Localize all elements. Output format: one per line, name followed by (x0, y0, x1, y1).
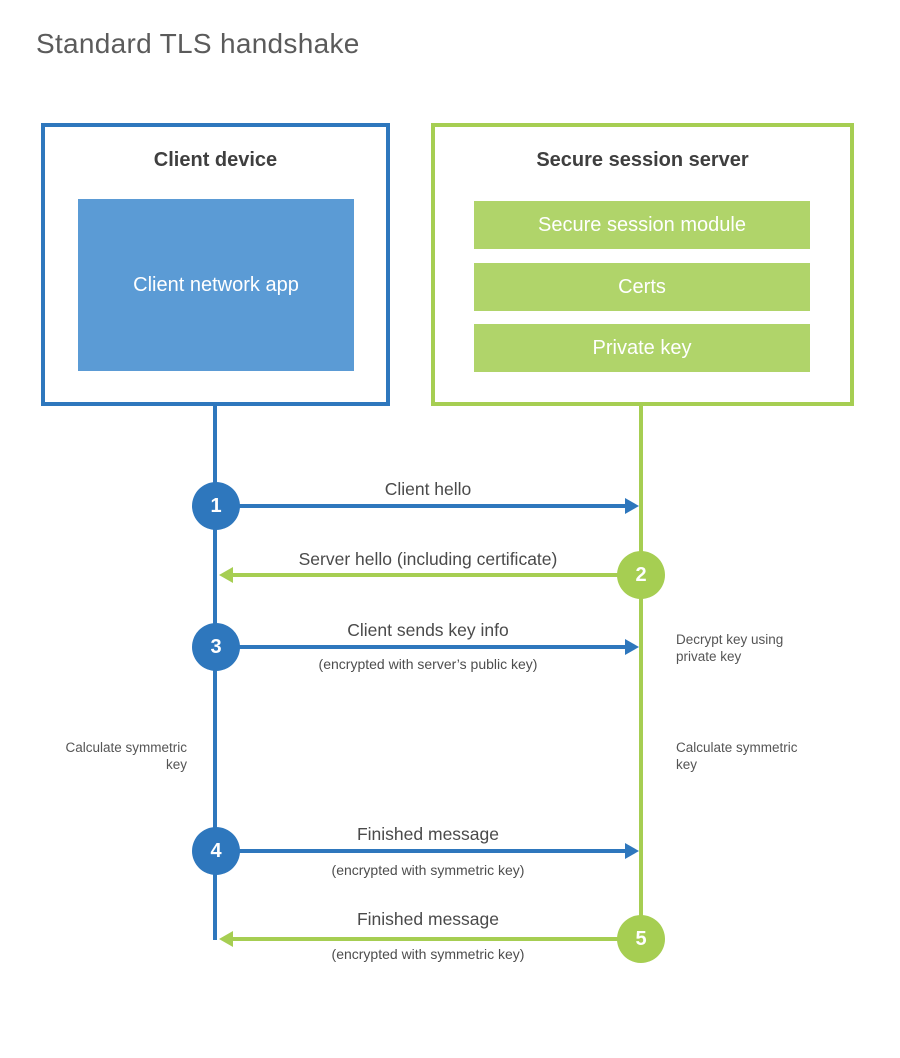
private-key-bar: Private key (474, 324, 810, 372)
message-label-server-hello: Server hello (including certificate) (298, 549, 558, 569)
step-circle-1: 1 (192, 482, 240, 530)
client-device-box: Client device Client network app (41, 123, 390, 406)
step-circle-4: 4 (192, 827, 240, 875)
message-label-finished-server: Finished message (356, 909, 500, 929)
arrowhead-right-icon (625, 639, 639, 655)
client-network-app-block: Client network app (78, 199, 354, 371)
arrow-line-server-hello (229, 573, 641, 577)
arrowhead-left-icon (219, 567, 233, 583)
message-label-finished-client: Finished message (356, 824, 500, 844)
secure-session-server-box: Secure session server Secure session mod… (431, 123, 854, 406)
note-calculate-symmetric-key-server: Calculate symmetric key (676, 740, 798, 772)
message-sublabel-finished-server: (encrypted with symmetric key) (331, 946, 525, 962)
step-circle-2: 2 (617, 551, 665, 599)
page-title: Standard TLS handshake (36, 28, 360, 59)
client-device-title: Client device (153, 149, 278, 171)
message-label-client-hello: Client hello (384, 479, 472, 499)
note-calculate-symmetric-key-client: Calculate symmetric key (65, 740, 187, 772)
certs-bar: Certs (474, 263, 810, 311)
message-sublabel-finished-client: (encrypted with symmetric key) (331, 862, 525, 878)
client-lifeline (213, 406, 217, 940)
note-decrypt-key: Decrypt key using private key (676, 632, 784, 664)
arrow-line-finished-client (215, 849, 627, 853)
arrow-line-client-hello (215, 504, 627, 508)
step-circle-3: 3 (192, 623, 240, 671)
message-sublabel-key-info: (encrypted with server’s public key) (318, 656, 538, 672)
server-lifeline (639, 406, 643, 939)
arrowhead-right-icon (625, 843, 639, 859)
arrow-line-finished-server (229, 937, 641, 941)
arrowhead-left-icon (219, 931, 233, 947)
message-label-key-info: Client sends key info (347, 620, 509, 640)
arrow-line-key-info (215, 645, 627, 649)
secure-session-server-title: Secure session server (536, 149, 749, 171)
secure-session-module-bar: Secure session module (474, 201, 810, 249)
step-circle-5: 5 (617, 915, 665, 963)
arrowhead-right-icon (625, 498, 639, 514)
